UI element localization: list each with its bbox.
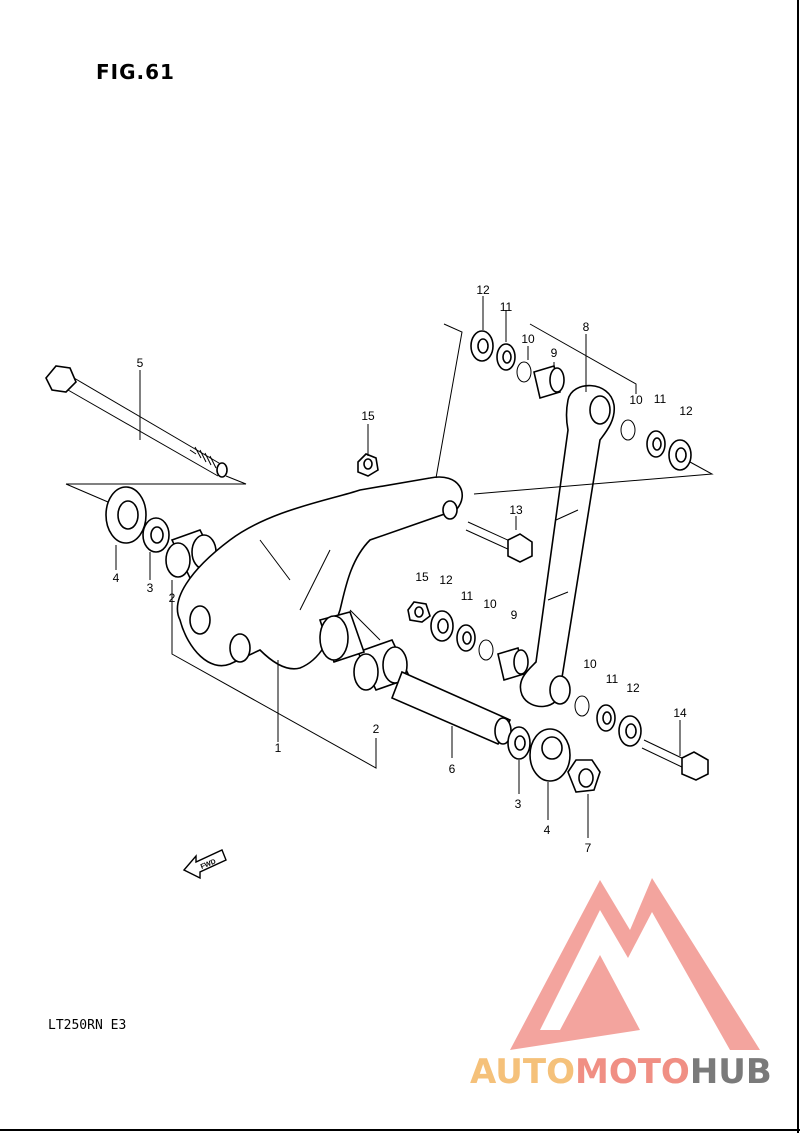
oil-seal-part-12-d — [618, 715, 642, 747]
callout-3-left: 3 — [147, 581, 154, 595]
callout-11-top-right: 11 — [654, 392, 667, 406]
watermark-logo-mark — [510, 878, 760, 1050]
callout-12-top: 12 — [476, 283, 490, 297]
callout-12-top-right: 12 — [679, 404, 693, 418]
circlip-part-10-b — [620, 419, 636, 441]
nut-part-15-top — [357, 453, 379, 477]
callout-4-left: 4 — [113, 571, 120, 585]
washer-part-11-a — [496, 343, 516, 371]
washer-part-3-left — [142, 517, 170, 553]
nut-part-7 — [567, 759, 601, 793]
svg-text:AUTOMOTOHUB: AUTOMOTOHUB — [470, 1052, 772, 1092]
callout-10-top-right: 10 — [629, 393, 643, 407]
leader-lines — [65, 296, 714, 838]
callout-11-lower: 11 — [606, 672, 619, 686]
callout-9-middle: 9 — [511, 608, 518, 622]
fwd-arrow-badge: FWD — [182, 849, 227, 880]
callout-15-middle: 15 — [415, 570, 429, 584]
callout-3-right: 3 — [515, 797, 522, 811]
bolt-part-14 — [641, 739, 709, 781]
cushion-rod-part-8 — [519, 384, 616, 708]
model-code: LT250RN E3 — [48, 1018, 127, 1033]
dust-seal-part-4-left — [105, 486, 147, 544]
lever-boss — [318, 611, 366, 664]
watermark-logo-text: AUTOMOTOHUB — [470, 1052, 772, 1092]
callout-10-top: 10 — [521, 332, 535, 346]
washer-part-3-right — [507, 726, 531, 760]
oil-seal-part-12-a — [470, 330, 494, 362]
callout-4-right: 4 — [544, 823, 551, 837]
washer-part-11-d — [596, 704, 616, 732]
callout-2-left: 2 — [169, 591, 176, 605]
callout-15-top: 15 — [361, 409, 375, 423]
cushion-lever-part-1 — [176, 476, 463, 670]
bolt-part-5 — [45, 365, 228, 478]
brand-auto: AUTO — [470, 1052, 575, 1092]
callout-14: 14 — [673, 706, 687, 720]
bearing-part-9-a — [533, 364, 565, 400]
dust-seal-part-4-right — [529, 728, 571, 782]
washer-part-11-c — [456, 624, 476, 652]
callout-2-right: 2 — [373, 722, 380, 736]
callout-13: 13 — [509, 503, 523, 517]
oil-seal-part-12-b — [668, 439, 692, 471]
callout-1: 1 — [275, 741, 282, 755]
callout-7: 7 — [585, 841, 592, 855]
callout-6: 6 — [449, 762, 456, 776]
callout-10-middle: 10 — [483, 597, 497, 611]
callout-11-top: 11 — [500, 300, 513, 314]
bearing-part-9-b — [497, 646, 529, 682]
callout-labels: 1 2 2 3 3 4 4 5 6 7 8 9 9 10 10 10 10 11… — [113, 283, 693, 855]
circlip-part-10-c — [478, 639, 494, 661]
brand-hub: HUB — [690, 1052, 772, 1092]
brand-moto: MOTO — [575, 1052, 690, 1092]
callout-11-middle: 11 — [461, 589, 474, 603]
bearing-part-2-right — [353, 639, 412, 691]
callout-8: 8 — [583, 320, 590, 334]
callout-5: 5 — [137, 356, 144, 370]
nut-part-15-middle — [407, 601, 431, 623]
callout-10-lower: 10 — [583, 657, 597, 671]
circlip-part-10-a — [516, 361, 532, 383]
callout-12-middle: 12 — [439, 573, 453, 587]
washer-part-11-b — [646, 430, 666, 458]
callout-9-top: 9 — [551, 346, 558, 360]
spacer-part-6 — [390, 670, 512, 746]
oil-seal-part-12-c — [430, 610, 454, 642]
callout-12-lower: 12 — [626, 681, 640, 695]
figure-title: FIG.61 — [96, 60, 175, 84]
circlip-part-10-d — [574, 695, 590, 717]
bolt-part-13 — [465, 521, 533, 563]
